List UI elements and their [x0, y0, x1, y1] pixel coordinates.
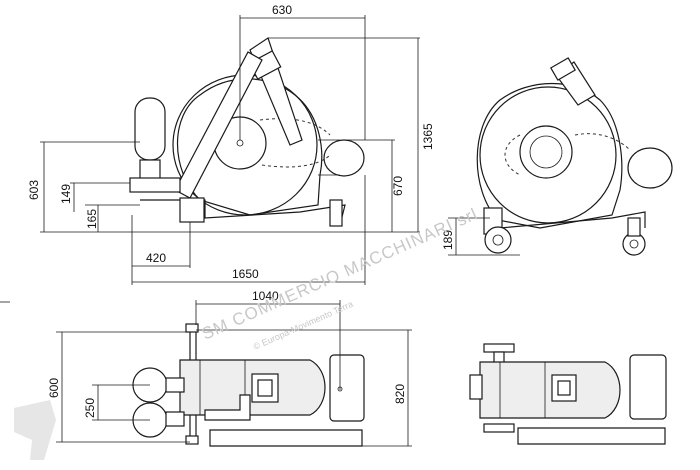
front-outlet-cap: [550, 57, 576, 81]
plan2-housing: [479, 361, 621, 419]
plan-base: [209, 429, 363, 447]
plan-view: 1040 600 250 820: [47, 289, 412, 447]
plan-wheel: [185, 435, 199, 445]
front-wheel-bracket: [179, 197, 205, 223]
rear-leg: [329, 199, 343, 227]
plan2-motor: [629, 354, 667, 420]
dim-label-630: 630: [272, 3, 292, 17]
plan-motor: [329, 354, 365, 422]
dim-label-603: 603: [27, 180, 41, 200]
side-view: 630 1365 670 603 149 165 420 1650: [27, 3, 435, 285]
plan2-bottom-handle: [483, 423, 515, 433]
dim-label-189: 189: [441, 230, 455, 250]
plan-view-right: [469, 343, 667, 445]
plan2-outlet-inner: [557, 380, 571, 396]
hidden-line: [574, 133, 631, 151]
caster-fork: [627, 217, 641, 237]
dim-label-1365: 1365: [421, 123, 435, 150]
front-wheel-outline: [479, 86, 617, 224]
plan-tank-link: [165, 411, 185, 427]
plan-wheel: [185, 323, 199, 333]
dim-label-1650: 1650: [232, 267, 259, 281]
motor-outline: [323, 139, 365, 177]
watermark-logo: [14, 400, 56, 460]
front-housing: [476, 83, 623, 229]
dim-label-165: 165: [85, 209, 99, 229]
front-view: 189: [441, 57, 673, 256]
dim-label-670: 670: [391, 176, 405, 196]
front-wheel-left: [484, 226, 512, 254]
dim-label-250: 250: [83, 398, 97, 418]
front-hub-inner: [529, 135, 563, 169]
dim-label-820: 820: [393, 384, 407, 404]
tank-coupling: [129, 177, 181, 193]
hidden-line: [261, 154, 331, 168]
plan-tank-link: [165, 377, 185, 393]
plan-intake-pipe: [204, 394, 251, 421]
plan2-base: [517, 427, 666, 445]
front-motor: [627, 147, 673, 189]
dim-label-149: 149: [59, 184, 73, 204]
front-frame: [499, 211, 646, 229]
fan-housing: [176, 78, 323, 216]
plan2-top-handle: [483, 343, 515, 353]
filter-tank: [134, 97, 166, 161]
dim-label-600: 600: [47, 378, 61, 398]
front-hub: [519, 125, 573, 179]
dim-label-1040: 1040: [252, 289, 279, 303]
dim-label-420: 420: [146, 251, 166, 265]
plan-outlet: [257, 379, 273, 397]
tank-neck: [139, 159, 161, 181]
plan2-inlet: [469, 374, 483, 400]
hidden-line: [504, 134, 521, 176]
